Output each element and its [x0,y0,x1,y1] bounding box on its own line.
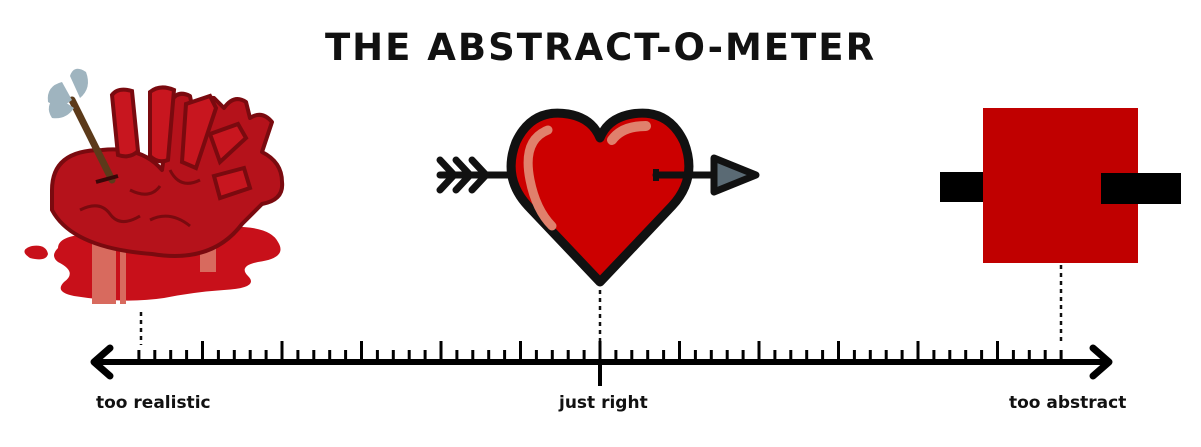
label-too-realistic: too realistic [96,393,211,413]
label-just-right: just right [559,393,648,413]
scale-axis [90,341,1113,386]
cartoon-heart-illustration [436,108,760,287]
abstract-square-illustration [940,108,1181,263]
realistic-heart-illustration [24,68,285,304]
label-too-abstract: too abstract [1009,393,1127,413]
pointer-lines [139,265,1063,345]
page-title: THE ABSTRACT-O-METER [324,26,877,69]
scale-ticks [137,341,1063,362]
